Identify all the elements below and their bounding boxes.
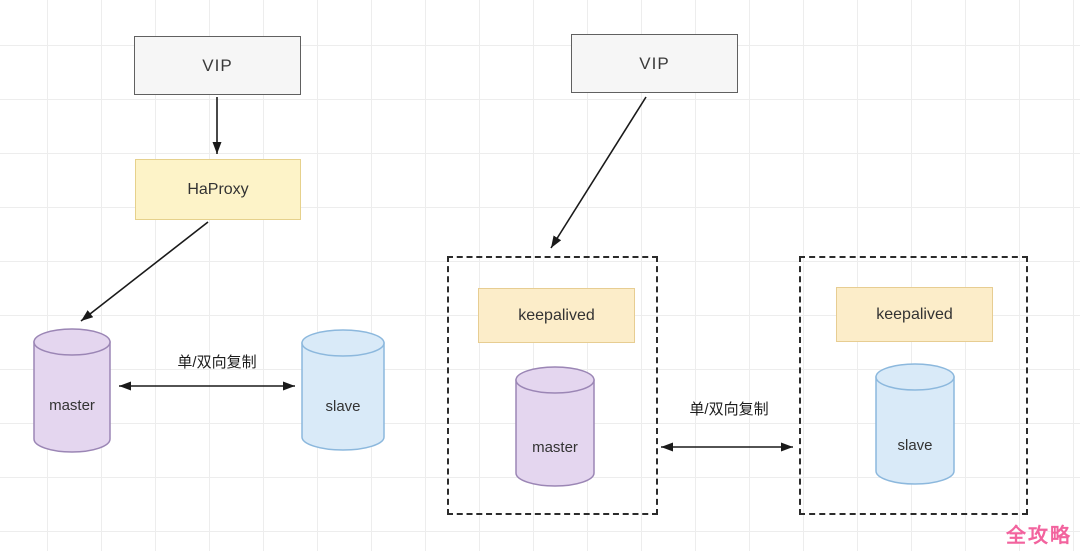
master-node-group-box xyxy=(447,256,658,515)
slave-db-cylinder-left xyxy=(301,329,385,451)
keepalived-label-slave: keepalived xyxy=(876,305,953,323)
arrow-haproxy-to-master xyxy=(80,221,209,322)
slave-node-group-box xyxy=(799,256,1028,515)
slave-db-label-left: slave xyxy=(325,398,361,415)
replication-label-right: 单/双向复制 xyxy=(689,401,769,418)
slave-db-cylinder-right xyxy=(875,363,955,485)
slave-db-label-right: slave xyxy=(897,437,933,454)
keepalived-box-slave: keepalived xyxy=(836,287,993,342)
vip-box-right: VIP xyxy=(571,34,738,93)
master-db-label-right: master xyxy=(532,439,578,456)
master-db-cylinder-left xyxy=(33,328,111,453)
vip-label-left: VIP xyxy=(202,55,233,75)
vip-label-right: VIP xyxy=(639,53,670,73)
keepalived-box-master: keepalived xyxy=(478,288,635,343)
replication-label-left: 单/双向复制 xyxy=(177,354,257,371)
watermark-text: 全攻略 xyxy=(1006,525,1072,547)
master-db-label-left: master xyxy=(49,397,95,414)
haproxy-label: HaProxy xyxy=(187,180,249,198)
vip-box-left: VIP xyxy=(134,36,301,95)
keepalived-label-master: keepalived xyxy=(518,306,595,324)
arrow-vip-to-keepalived xyxy=(550,96,647,249)
haproxy-box: HaProxy xyxy=(135,159,301,220)
master-db-cylinder-right xyxy=(515,366,595,487)
